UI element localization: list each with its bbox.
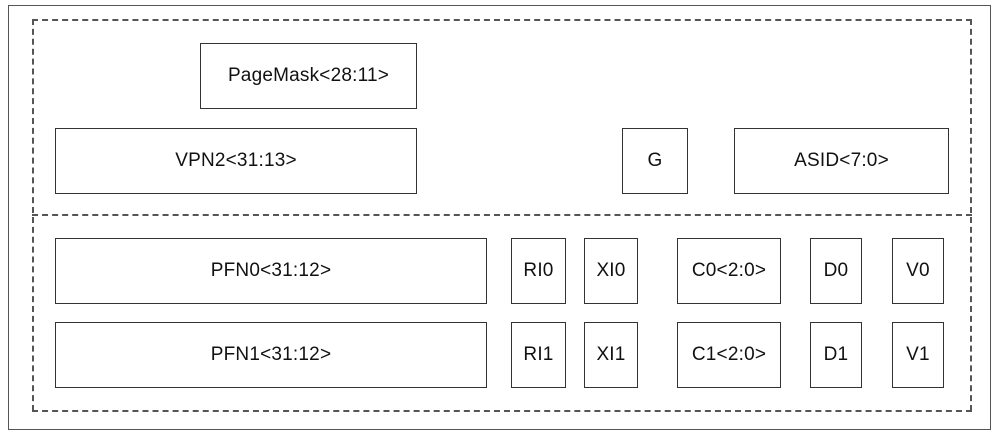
- pfn0-label: PFN0<31:12>: [210, 260, 332, 281]
- d0-label: D0: [823, 260, 849, 281]
- d1-field: D1: [810, 322, 862, 388]
- global-bit-field: G: [622, 128, 688, 194]
- pfn1-label: PFN1<31:12>: [210, 344, 332, 365]
- diagram-frame: [8, 5, 991, 430]
- c1-label: C1<2:0>: [691, 344, 767, 365]
- dashed-line-bottom: [32, 410, 972, 412]
- asid-field: ASID<7:0>: [734, 128, 949, 194]
- c0-label: C0<2:0>: [691, 260, 767, 281]
- d0-field: D0: [810, 238, 862, 304]
- pfn0-field: PFN0<31:12>: [55, 238, 487, 304]
- global-bit-label: G: [647, 150, 663, 171]
- v1-field: V1: [892, 322, 944, 388]
- dashed-line-top: [32, 19, 972, 21]
- v0-field: V0: [892, 238, 944, 304]
- dashed-divider: [32, 214, 972, 216]
- d1-label: D1: [823, 344, 849, 365]
- v1-label: V1: [906, 344, 930, 365]
- pagemask-label: PageMask<28:11>: [227, 65, 390, 86]
- xi1-field: XI1: [584, 322, 638, 388]
- ri1-label: RI1: [523, 344, 554, 365]
- vpn2-field: VPN2<31:13>: [55, 128, 417, 194]
- c1-field: C1<2:0>: [677, 322, 781, 388]
- v0-label: V0: [906, 260, 930, 281]
- xi0-field: XI0: [584, 238, 638, 304]
- asid-label: ASID<7:0>: [794, 150, 889, 171]
- pfn1-field: PFN1<31:12>: [55, 322, 487, 388]
- ri0-field: RI0: [511, 238, 566, 304]
- vpn2-label: VPN2<31:13>: [175, 150, 297, 171]
- c0-field: C0<2:0>: [677, 238, 781, 304]
- pagemask-field: PageMask<28:11>: [200, 43, 417, 109]
- ri1-field: RI1: [511, 322, 566, 388]
- ri0-label: RI0: [523, 260, 554, 281]
- xi0-label: XI0: [596, 260, 626, 281]
- xi1-label: XI1: [596, 344, 626, 365]
